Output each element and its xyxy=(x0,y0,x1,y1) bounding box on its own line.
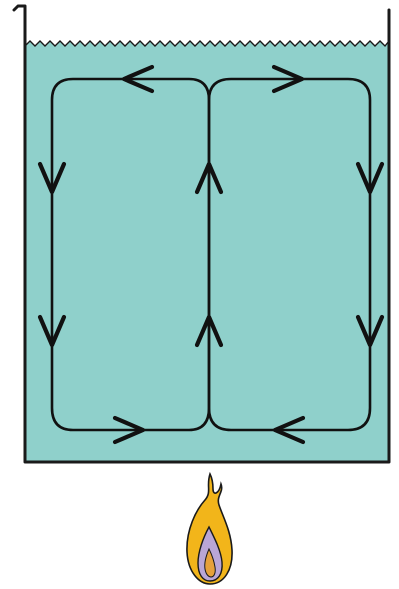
arrow-icon-left-upper-down xyxy=(37,161,67,195)
water-fill xyxy=(25,41,389,462)
arrow-icon-bottom-right-left xyxy=(272,415,306,445)
arrow-icon-bottom-left-right xyxy=(112,415,146,445)
container-walls xyxy=(12,4,391,464)
arrow-icon-left-lower-down xyxy=(37,314,67,348)
arrow-icon-right-lower-down xyxy=(355,314,385,348)
beaker-icon xyxy=(12,4,391,464)
arrow-icon-top-left-left xyxy=(121,64,155,94)
flame-core xyxy=(204,547,216,578)
arrow-icon-center-lower-up xyxy=(194,314,224,348)
convection-loops xyxy=(50,77,372,432)
arrow-icon-center-upper-up xyxy=(194,161,224,195)
water-body xyxy=(24,40,390,462)
flame-icon xyxy=(186,471,233,585)
right-convection-loop xyxy=(207,77,372,432)
flow-arrows xyxy=(37,64,385,445)
arrow-icon-right-upper-down xyxy=(355,161,385,195)
arrow-icon-top-right-right xyxy=(271,64,305,94)
left-convection-loop xyxy=(50,77,211,432)
water-surface-ripple xyxy=(24,40,390,48)
